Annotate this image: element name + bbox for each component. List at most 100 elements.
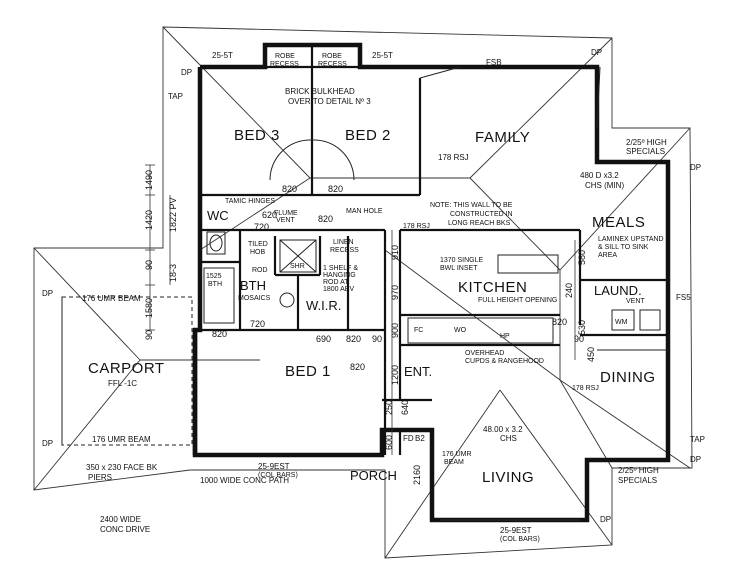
note-fc: FC bbox=[414, 327, 423, 334]
dim-820-a: 820 bbox=[282, 184, 297, 194]
note-linen-b: RECESS bbox=[330, 247, 359, 254]
note-beam-porch: 176 UMR bbox=[442, 451, 472, 458]
note-conc-drive-b: CONC DRIVE bbox=[100, 525, 150, 534]
note-dp-4: DP bbox=[42, 289, 53, 298]
dim-90-a: 90 bbox=[372, 334, 382, 344]
dim-1420: 1420 bbox=[144, 210, 154, 230]
roof-outline bbox=[33, 26, 693, 559]
note-rsj-bkt: 178 RSJ bbox=[403, 223, 430, 230]
dim-820-f: 820 bbox=[350, 362, 365, 372]
dim-640: 640 bbox=[400, 400, 410, 415]
note-chs-living: 48.00 x 3.2 bbox=[483, 425, 523, 434]
dim-1490: 1490 bbox=[144, 170, 154, 190]
note-wo: WO bbox=[454, 327, 467, 334]
dim-720-b: 720 bbox=[250, 319, 265, 329]
note-shelf: 1 SHELF & bbox=[323, 265, 358, 272]
note-flume: FLUME bbox=[274, 210, 298, 217]
note-brick-bulkhead: BRICK BULKHEAD bbox=[285, 87, 355, 96]
note-dp-6: DP bbox=[690, 455, 701, 464]
note-linen: LINEN bbox=[333, 239, 354, 246]
note-tiled-hob: TILED bbox=[248, 241, 268, 248]
note-shelf-d: 1800 ABV bbox=[323, 286, 354, 293]
dim-90-c: 90 bbox=[144, 330, 154, 340]
note-col-bars-1: 25-9EST bbox=[258, 462, 290, 471]
note-dp-1: DP bbox=[181, 68, 192, 77]
note-rod: ROD bbox=[252, 267, 268, 274]
note-vent: VENT bbox=[276, 217, 295, 224]
dim-900: 900 bbox=[390, 323, 400, 338]
note-dp-5: DP bbox=[42, 439, 53, 448]
note-high-specials-top: 2/25º HIGH bbox=[626, 138, 667, 147]
room-label-meals: MEALS bbox=[592, 214, 645, 231]
note-fd: FD bbox=[403, 434, 414, 443]
room-label-bed2: BED 2 bbox=[345, 127, 391, 144]
dim-820-d: 820 bbox=[318, 214, 333, 224]
note-laminex-b: & SILL TO SINK bbox=[598, 244, 649, 251]
dim-2160: 2160 bbox=[412, 465, 422, 485]
dim-580: 580 bbox=[577, 250, 587, 265]
room-label-bed3: BED 3 bbox=[234, 127, 280, 144]
note-detail: OVER TO DETAIL Nº 3 bbox=[288, 97, 371, 106]
note-col-bars-2: 25-9EST bbox=[500, 526, 532, 535]
note-chs-min: CHS (MIN) bbox=[585, 181, 624, 190]
room-label-family: FAMILY bbox=[475, 129, 530, 146]
note-overhead: OVERHEAD bbox=[465, 350, 504, 357]
external-walls bbox=[192, 42, 671, 523]
dim-820-g: 820 bbox=[552, 317, 567, 327]
dim-1822: 1822 PV bbox=[168, 197, 178, 232]
note-tiled-hob-b: HOB bbox=[250, 249, 266, 256]
note-bth-1525: 1525 bbox=[206, 273, 222, 280]
dimension-lines bbox=[145, 164, 580, 521]
note-fsb: FSB bbox=[486, 58, 502, 67]
note-laminex-c: AREA bbox=[598, 252, 617, 259]
note-high-specials-top-b: SPECIALS bbox=[626, 147, 665, 156]
fixtures bbox=[203, 66, 668, 351]
note-robe-1b: RECESS bbox=[270, 61, 299, 68]
note-tap-2: TAP bbox=[690, 435, 705, 444]
note-bth-1525-b: BTH bbox=[208, 281, 222, 288]
note-col-bars-2b: (COL BARS) bbox=[500, 536, 540, 543]
note-st-right: 25-5T bbox=[372, 51, 393, 60]
room-label-ent: ENT. bbox=[404, 364, 432, 379]
note-tap-1: TAP bbox=[168, 92, 183, 101]
note-full-height: FULL HEIGHT OPENING bbox=[478, 297, 557, 304]
note-wall-b: CONSTRUCTED IN bbox=[450, 211, 513, 218]
internal-walls bbox=[200, 45, 668, 455]
note-umr-beam-bottom: 176 UMR BEAM bbox=[92, 435, 151, 444]
note-robe-2: ROBE bbox=[322, 53, 342, 60]
room-label-kitchen: KITCHEN bbox=[458, 279, 527, 296]
note-man-hole: MAN HOLE bbox=[346, 208, 383, 215]
note-wm: WM bbox=[615, 319, 628, 326]
dim-250: 250 bbox=[384, 400, 394, 415]
note-single-bwl: 1370 SINGLE bbox=[440, 257, 484, 264]
note-dp-7: DP bbox=[600, 515, 611, 524]
dim-720-a: 720 bbox=[254, 222, 269, 232]
room-label-laund: LAUND. bbox=[594, 283, 642, 298]
dim-1200: 1200 bbox=[390, 365, 400, 385]
note-piers-b: PIERS bbox=[88, 473, 112, 482]
note-ffl: FFL -1C bbox=[108, 379, 137, 388]
note-tamic: TAMIC HINGES bbox=[225, 198, 275, 205]
note-b2: B2 bbox=[415, 434, 425, 443]
note-vent-l: VENT bbox=[626, 298, 645, 305]
dim-820-e: 820 bbox=[346, 334, 361, 344]
note-rsj-family: 178 RSJ bbox=[438, 153, 469, 162]
room-label-bed1: BED 1 bbox=[285, 363, 331, 380]
note-single-bwl-b: BWL INSET bbox=[440, 265, 478, 272]
note-beam-porch-b: BEAM bbox=[444, 459, 464, 466]
dim-530: 530 bbox=[577, 320, 587, 335]
room-label-carport: CARPORT bbox=[88, 360, 165, 377]
dim-90-d: 90 bbox=[574, 334, 584, 344]
note-rsj-dining: 178 RSJ bbox=[572, 385, 599, 392]
note-laminex: LAMINEX UPSTAND bbox=[598, 236, 664, 243]
dim-620: 620 bbox=[262, 210, 277, 220]
note-high-specials-bot: 2/25º HIGH bbox=[618, 466, 659, 475]
note-wall-c: LONG REACH BKS bbox=[448, 220, 511, 227]
note-umr-beam-top: 176 UMR BEAM bbox=[82, 294, 141, 303]
dim-600: 600 bbox=[384, 435, 394, 450]
note-robe-1: ROBE bbox=[275, 53, 295, 60]
note-shelf-b: HANGING bbox=[323, 272, 356, 279]
room-label-porch: PORCH bbox=[350, 468, 397, 483]
dim-820-c: 820 bbox=[212, 329, 227, 339]
